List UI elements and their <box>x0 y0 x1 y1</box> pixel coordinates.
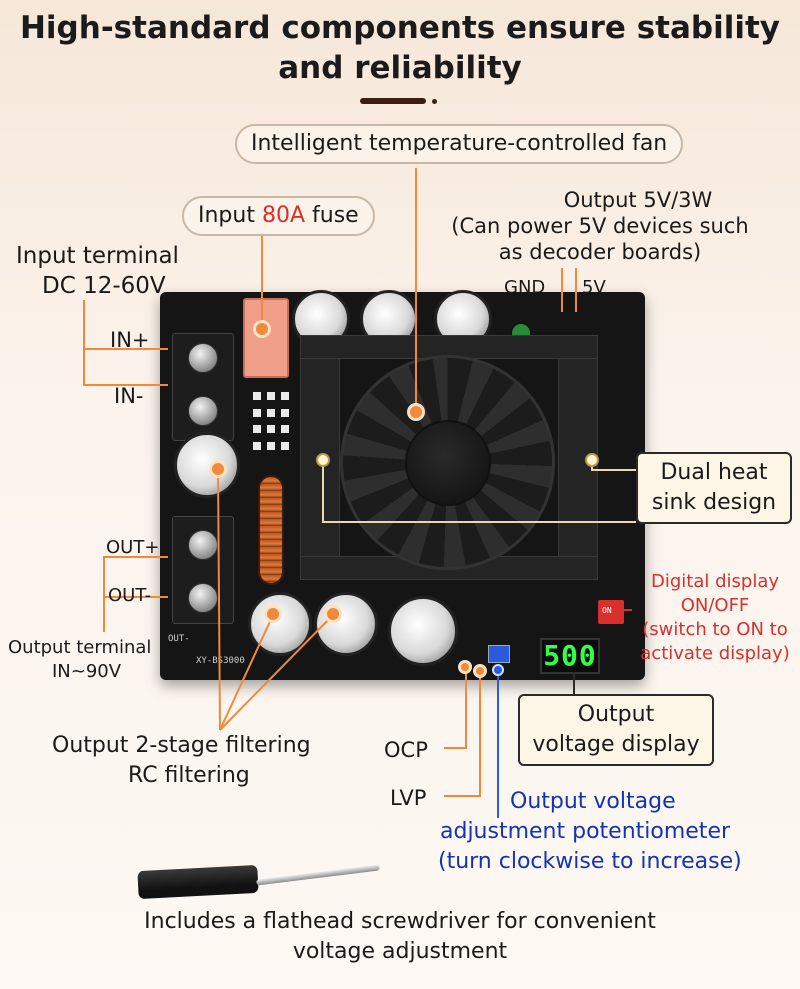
out-minus-label: OUT- <box>108 585 152 606</box>
in-minus-label: IN- <box>114 384 144 408</box>
voltage-display: 500 <box>540 638 600 674</box>
output-terminal-line1: Output terminal <box>8 637 152 658</box>
output-display-line2: voltage display <box>532 732 700 757</box>
fan-callout: Intelligent temperature-controlled fan <box>235 124 684 164</box>
output-terminal-line2: IN~90V <box>52 661 122 682</box>
display-switch-line3: (switch to ON to <box>642 619 788 640</box>
input-terminal-line2: DC 12-60V <box>42 273 166 299</box>
display-switch[interactable] <box>598 600 624 624</box>
filter-line1: Output 2-stage filtering <box>52 733 311 758</box>
ocp-marker <box>458 660 472 674</box>
filter-marker-3 <box>324 605 342 623</box>
gnd-label: GND <box>504 277 546 298</box>
ocp-label: OCP <box>384 738 428 762</box>
screwdriver-shaft <box>256 864 380 886</box>
output5v-line3: as decoder boards) <box>498 240 702 264</box>
pad-grid <box>253 392 289 452</box>
lvp-marker <box>473 664 487 678</box>
filter-line2: RC filtering <box>128 763 250 788</box>
filter-marker-2 <box>264 605 282 623</box>
screwdriver-line2: voltage adjustment <box>292 939 508 964</box>
lvp-label: LVP <box>390 786 427 810</box>
fuse-marker <box>253 320 271 338</box>
screwdriver-icon <box>137 864 259 900</box>
display-switch-line1: Digital display <box>650 571 779 592</box>
inductor-coil <box>258 475 284 585</box>
heatsink-callout-line2: sink design <box>651 490 777 515</box>
output5v-line2: (Can power 5V devices such <box>451 214 749 238</box>
potentiometer[interactable] <box>488 645 510 663</box>
heatsink-callout-line1: Dual heat <box>660 460 768 485</box>
fuse-callout-value: 80A <box>261 203 306 228</box>
capacitor-bottom-2 <box>314 592 378 656</box>
output-display-line1: Output <box>577 702 655 727</box>
fan-callout-text: Intelligent temperature-controlled fan <box>251 131 668 156</box>
fan-marker <box>407 403 425 421</box>
display-switch-line2: ON/OFF <box>680 595 750 616</box>
input-terminal-line1: Input terminal <box>16 243 179 269</box>
fan-hub <box>405 420 491 506</box>
fuse-callout-prefix: Input <box>198 203 262 228</box>
switch-label: ON <box>602 606 612 615</box>
silkscreen-model: XY-BS3000 <box>196 656 245 666</box>
capacitor-left <box>174 432 240 498</box>
in-plus-label: IN+ <box>110 328 150 352</box>
out-plus-screw <box>188 530 218 560</box>
heatsink-callout: Dual heat sink design <box>636 452 792 524</box>
in-plus-screw <box>188 343 218 373</box>
pot-line3: (turn clockwise to increase) <box>438 849 742 874</box>
out-plus-label: OUT+ <box>106 537 160 558</box>
title-divider <box>360 98 426 104</box>
fuse-callout: Input 80A fuse <box>182 196 375 236</box>
heatsink-marker-left <box>316 453 330 467</box>
capacitor-bottom-3 <box>388 596 458 666</box>
output-display-callout: Output voltage display <box>518 694 714 766</box>
pot-line1: Output voltage <box>510 789 676 814</box>
screwdriver-line1: Includes a flathead screwdriver for conv… <box>144 909 656 934</box>
title-divider-dot <box>432 99 437 104</box>
capacitor-bottom-1 <box>248 592 312 656</box>
out-minus-screw <box>188 583 218 613</box>
output5v-line1: Output 5V/3W <box>563 188 713 212</box>
page-title-line2: and reliability <box>278 50 522 86</box>
pot-line2: adjustment potentiometer <box>440 819 731 844</box>
in-minus-screw <box>188 396 218 426</box>
page-title-line1: High-standard components ensure stabilit… <box>19 10 781 46</box>
five-v-label: 5V <box>582 277 606 298</box>
fuse-callout-suffix: fuse <box>305 203 359 228</box>
filter-marker-1 <box>209 460 227 478</box>
heatsink-marker-right <box>585 453 599 467</box>
pot-marker <box>492 664 504 676</box>
fuse-80a <box>243 298 289 378</box>
display-switch-line4: activate display) <box>640 643 790 664</box>
silkscreen-out-minus: OUT- <box>168 634 190 644</box>
